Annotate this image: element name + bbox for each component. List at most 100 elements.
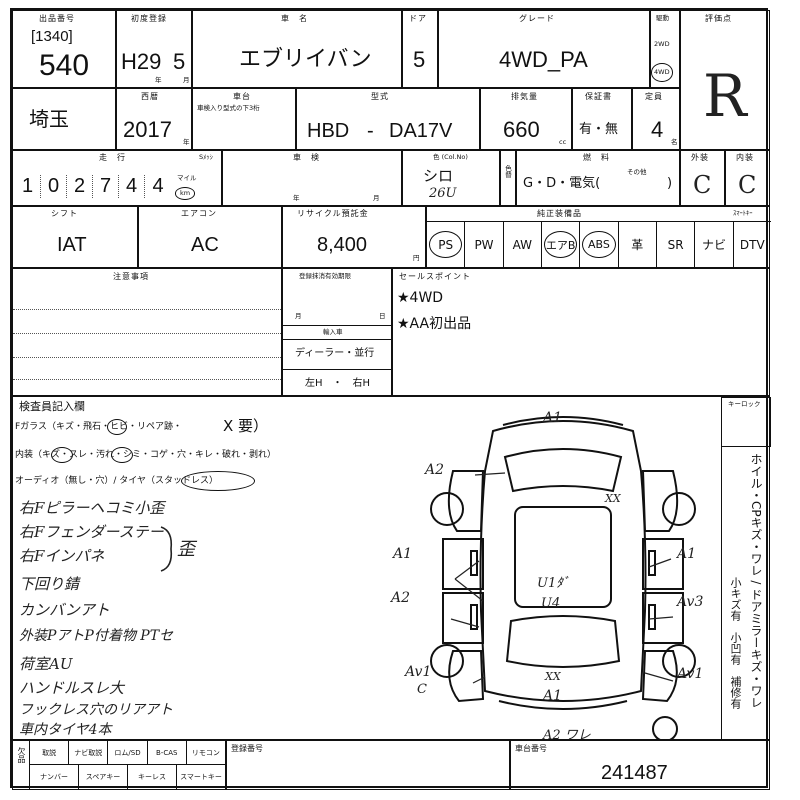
exterior-cell: 外装 C: [680, 150, 725, 206]
mile-label: マイル: [177, 174, 197, 182]
inspection-year-unit: 年: [293, 194, 300, 202]
western-year: 2017: [123, 117, 172, 142]
inspector-cell: 検査員記入欄 Fガラス（キズ・飛石・ヒビ・リペア跡・ X 要） 内装（キズ・スレ…: [12, 396, 771, 742]
mileage-digits: 1 0 2 7 4 4: [15, 175, 171, 198]
mileage-digit: 4: [119, 175, 145, 198]
chassis-note: 車検入り型式の下3桁: [197, 104, 260, 112]
color: シロ: [423, 167, 454, 185]
side-legend-line2: 小キズ有 小凹有 補修有: [729, 577, 742, 709]
model-name: エブリイバン: [239, 47, 372, 72]
fuel-cell: 燃 料 G・D・電気( その他 ): [516, 150, 680, 206]
reg-expiry-label: 登録抹消有効期限: [299, 272, 351, 280]
drive-2wd: 2WD: [654, 40, 670, 48]
lot-label: 出品番号: [39, 14, 75, 23]
glass-line: Fガラス（キズ・飛石・ヒビ・リペア跡・: [15, 422, 182, 432]
western-label: 西暦: [141, 92, 159, 101]
prefecture-cell: 埼玉: [12, 88, 116, 150]
handle-side: 左H ・ 右H: [305, 378, 371, 389]
equip-ps: PS: [427, 222, 466, 267]
mileage-digit: 4: [152, 175, 164, 197]
fuel: G・D・電気(: [523, 176, 601, 191]
chassis-no: 241487: [601, 762, 668, 784]
yen-unit: 円: [413, 254, 420, 262]
sales-cell: セールスポイント ★4WD ★AA初出品: [392, 268, 770, 396]
damage-mark: Av1: [677, 666, 704, 682]
warranty-cell: 保証書 有・無: [572, 88, 632, 150]
ac-label: エアコン: [181, 209, 217, 218]
type-dash: -: [367, 120, 374, 142]
mileage-digit: 7: [93, 175, 119, 198]
damage-mark: A1: [543, 688, 563, 704]
inspector-note: 右Fインパネ: [19, 547, 105, 565]
color-cell: 色 (Col.No) シロ 26U: [402, 150, 500, 206]
type-prefix: HBD: [307, 120, 350, 142]
damage-mark: A1: [677, 546, 697, 562]
keylock-cell: キーロック: [721, 397, 771, 447]
shift: IAT: [57, 234, 87, 256]
reg-expiry-cell: 登録抹消有効期限 月 日 輸入車 ディーラー・並行 左H ・ 右H: [282, 268, 392, 396]
damage-mark: A2: [391, 590, 411, 606]
interior-circle: [111, 447, 133, 463]
equip-navi: ナビ: [695, 222, 734, 267]
repaint-cell: 色替: [500, 150, 516, 206]
drive-cell: 駆動 2WD 4WD: [650, 10, 680, 88]
damage-mark: U4: [541, 596, 561, 611]
damage-mark: A1: [543, 410, 563, 426]
chassis-label: 車台: [233, 92, 251, 101]
tire-circle: [181, 471, 255, 491]
interior-circle: [51, 447, 73, 463]
bracket-note: 歪: [177, 539, 195, 560]
reg-no-cell: 登録番号: [226, 740, 510, 790]
color-label: 色 (Col.No): [433, 153, 468, 161]
reg-expiry-month: 月: [295, 312, 302, 320]
era: H29: [121, 49, 162, 74]
grade: 4WD_PA: [499, 47, 588, 72]
equip-pw: PW: [465, 222, 504, 267]
inspector-note: 外装PアトP付着物 PTセ: [19, 628, 174, 644]
fuel-label: 燃 料: [583, 153, 610, 162]
exterior-label: 外装: [691, 153, 709, 162]
damage-mark: C: [417, 682, 427, 697]
damage-mark: Av1: [405, 664, 432, 680]
sales-point: ★AA初出品: [397, 316, 472, 332]
type-cell: 型式 HBD - DA17V: [296, 88, 480, 150]
missing-item: キーレス: [127, 765, 176, 789]
mileage-digit: 0: [41, 175, 67, 198]
drive-label: 駆動: [656, 14, 669, 22]
import-label: 輸入車: [323, 328, 343, 336]
equipment-list: PS PW AW エアB ABS 革 SR ナビ DTV: [427, 221, 771, 267]
notes-cell: 注意事項: [12, 268, 282, 396]
shift-label: シフト: [51, 209, 78, 218]
auction-sheet: 出品番号 [1340] 540 初度登録 H29 5 年 月 車 名 エブリイバ…: [10, 8, 771, 790]
ac-cell: エアコン AC: [138, 206, 282, 268]
bracket-icon: [160, 526, 173, 572]
lot-sub: [1340]: [31, 28, 73, 45]
western-year-unit: 年: [183, 138, 190, 146]
grade-cell: グレード 4WD_PA: [438, 10, 650, 88]
equip-aw: AW: [504, 222, 542, 267]
repaint-label: 色替: [503, 165, 512, 178]
missing-label: 欠品: [17, 747, 26, 763]
damage-mark: Av3: [677, 594, 704, 610]
equip-circle: [429, 231, 463, 258]
glass-mark: X 要）: [223, 417, 269, 435]
cc-unit: cc: [559, 138, 567, 146]
damage-mark: U1ﾀﾞ: [537, 576, 570, 591]
reg-expiry-day: 日: [379, 312, 386, 320]
inspection-month-unit: 月: [373, 194, 380, 202]
type-label: 型式: [371, 92, 389, 101]
smart-key-label: ｽﾏｰﾄｷｰ: [733, 209, 753, 217]
side-legend-line1: ホイル・CPキズ・ワレ / ドアミラーキズ・ワレ: [749, 453, 763, 709]
interior-grade: C: [738, 171, 757, 199]
first-reg-cell: 初度登録 H29 5 年 月: [116, 10, 192, 88]
capacity-cell: 定員 4 名: [632, 88, 680, 150]
color-no: 26U: [429, 186, 457, 201]
damage-mark: XX: [605, 492, 621, 505]
meter-label: Sﾒｯｼ: [199, 153, 213, 161]
km-label: km: [175, 187, 196, 200]
score: R: [703, 62, 747, 130]
interior-label: 内装: [736, 153, 754, 162]
equip-airbag: エアB: [542, 222, 581, 267]
capacity: 4: [651, 117, 664, 142]
lot-number: 540: [39, 49, 90, 82]
